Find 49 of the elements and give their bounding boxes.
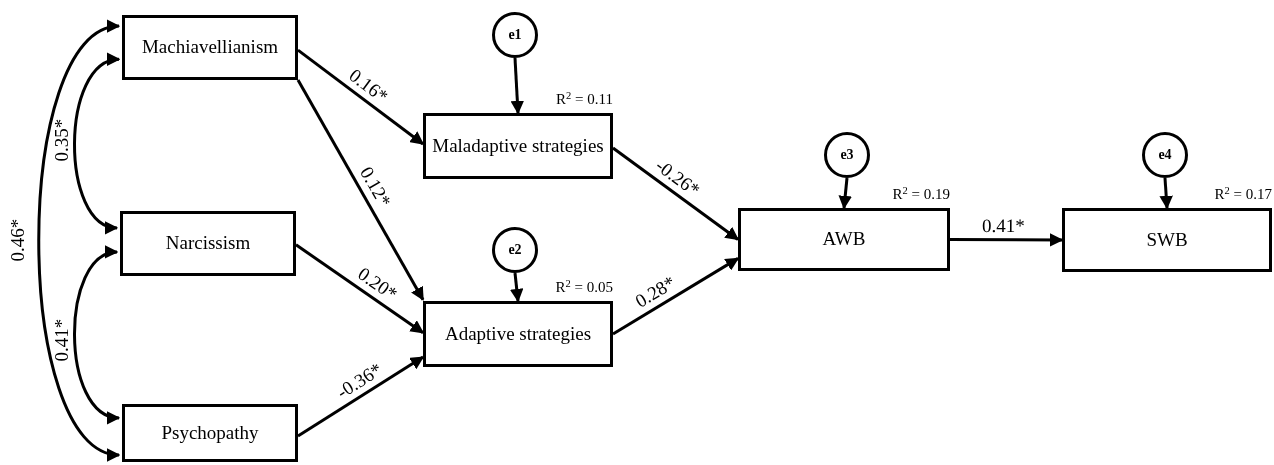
error-term-label: e2	[507, 242, 523, 258]
error-term-circle	[492, 12, 538, 58]
variable-name: Narcissism	[164, 233, 252, 254]
variable-name: Maladaptive strategies	[431, 135, 605, 157]
path-arrow	[612, 146, 740, 241]
r-squared-label: R$^{2}$ = 0.05	[555, 279, 613, 296]
edge-label: 0.35*	[50, 118, 73, 162]
variable-box	[1062, 208, 1272, 272]
error-term-circle	[824, 132, 870, 178]
error-term-circle	[1142, 132, 1188, 178]
path-arrow	[297, 355, 425, 438]
variable-name: SWB	[1145, 229, 1189, 251]
variable-name: Machiavellianism	[140, 37, 280, 58]
path-arrow	[510, 272, 524, 303]
variable-name: AWB	[821, 229, 867, 250]
path-arrow	[297, 48, 425, 146]
edge-label: 0.20*	[353, 263, 402, 306]
correlation-arrow	[73, 55, 121, 232]
path-arrow	[950, 233, 1064, 247]
path-arrow	[1159, 177, 1173, 210]
variable-box	[423, 113, 613, 179]
r-squared-label: R$^{2}$ = 0.11	[556, 91, 613, 108]
error-term-label: e3	[839, 147, 855, 163]
variable-box	[122, 15, 298, 80]
path-arrow	[296, 79, 425, 301]
r-squared-label: R$^{2}$ = 0.17	[1214, 186, 1272, 203]
edge-label: 0.41*	[982, 214, 1026, 237]
variable-box	[738, 208, 950, 271]
variable-box	[122, 404, 298, 462]
edge-label: 0.12*	[354, 163, 396, 212]
edge-label: 0.46*	[6, 218, 29, 262]
path-arrow	[295, 243, 425, 334]
error-term-circle	[492, 227, 538, 273]
edge-label: 0.16*	[345, 64, 393, 108]
edge-label: 0.41*	[50, 318, 73, 362]
variable-name: Psychopathy	[160, 422, 260, 444]
edge-label: -0.36*	[332, 358, 386, 404]
variable-name: Adaptive strategies	[443, 323, 593, 345]
edge-label: 0.28*	[631, 271, 680, 313]
edge-label: -0.26*	[651, 154, 704, 202]
path-arrow	[838, 177, 852, 210]
correlation-arrow	[73, 248, 121, 422]
error-term-label: e1	[507, 27, 523, 43]
path-arrow	[510, 57, 525, 115]
path-arrow	[612, 257, 740, 336]
error-term-label: e4	[1157, 147, 1173, 163]
variable-box	[423, 301, 613, 367]
variable-box	[120, 211, 296, 276]
r-squared-label: R$^{2}$ = 0.19	[892, 186, 950, 203]
